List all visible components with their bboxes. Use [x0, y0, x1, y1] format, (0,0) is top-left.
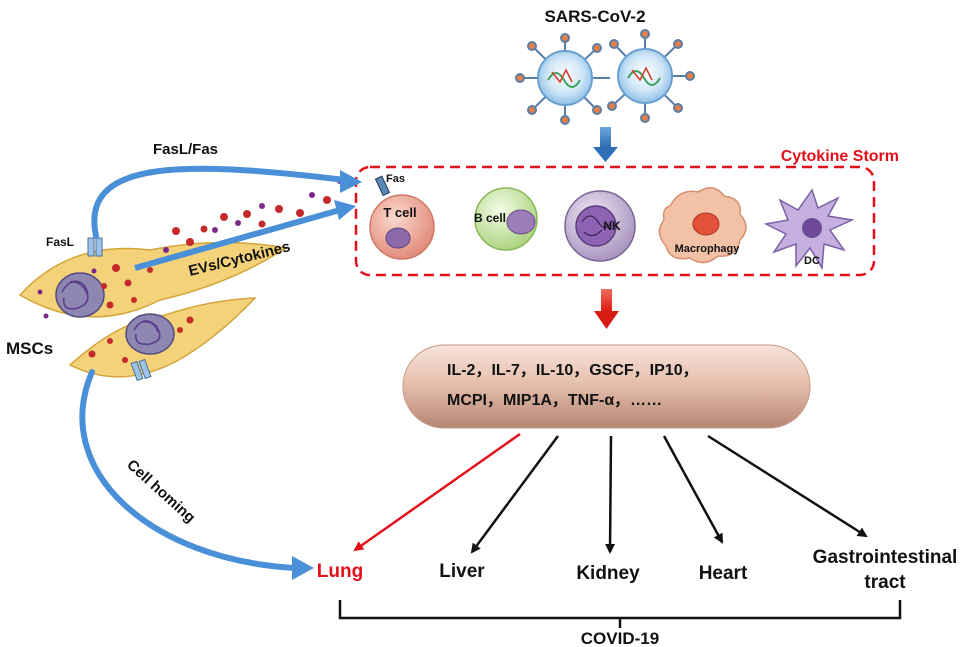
- cytokine-line-2: MCPI，MIP1A，TNF-α，……: [447, 392, 662, 409]
- macrophage-label: Macrophagy: [675, 243, 741, 255]
- evs-cytokines-arrow: [134, 200, 356, 271]
- b-cell: B cell: [474, 187, 538, 251]
- organ-kidney: Kidney: [576, 563, 640, 584]
- fas-label: Fas: [386, 173, 405, 185]
- storm-down-arrow: [594, 289, 619, 329]
- fasl-ligand-icon: [87, 237, 152, 382]
- dc-label: DC: [804, 255, 820, 267]
- covid-19-label: COVID-19: [581, 629, 659, 647]
- virus-label: SARS-CoV-2: [544, 7, 645, 26]
- msc-cell-1: [18, 241, 289, 318]
- virus-icon: [515, 29, 695, 125]
- b-cell-label: B cell: [474, 211, 506, 225]
- dendritic-cell: DC: [763, 188, 855, 271]
- arrow-to-kidney: [605, 435, 616, 554]
- arrow-to-liver: [470, 435, 560, 554]
- cell-homing-arrow: [79, 369, 314, 580]
- nk-cell: NK: [564, 190, 636, 262]
- t-cell: Fas T cell: [369, 173, 435, 260]
- organ-lung: Lung: [317, 561, 363, 582]
- organ-arrows: [353, 432, 868, 554]
- arrow-to-gi-tract: [707, 434, 868, 538]
- organ-liver: Liver: [439, 561, 485, 582]
- fas-receptor-icon: [374, 175, 391, 197]
- virus-down-arrow: [593, 127, 618, 162]
- fasl-fas-label: FasL/Fas: [153, 141, 218, 158]
- nk-cell-label: NK: [603, 219, 621, 233]
- t-cell-label: T cell: [383, 205, 416, 220]
- vesicle-dots: [88, 196, 331, 363]
- fasl-label: FasL: [46, 235, 74, 249]
- organ-heart: Heart: [699, 563, 748, 584]
- cytokine-list-pill: IL-2，IL-7，IL-10，GSCF，IP10， MCPI，MIP1A，TN…: [402, 344, 811, 429]
- cytokine-storm-box: [354, 165, 876, 277]
- organ-gi-tract-line2: tract: [864, 572, 906, 593]
- arrow-to-lung: [353, 432, 521, 552]
- organ-gi-tract: Gastrointestinal: [813, 547, 958, 568]
- organ-bracket: [338, 600, 902, 628]
- arrow-to-heart: [662, 435, 724, 544]
- mscs-label: MSCs: [6, 339, 53, 358]
- cytokine-line-1: IL-2，IL-7，IL-10，GSCF，IP10，: [447, 362, 699, 379]
- macrophage-cell: Macrophagy: [658, 187, 747, 264]
- cytokine-storm-title: Cytokine Storm: [781, 148, 899, 165]
- fasl-fas-arrow: [91, 165, 362, 239]
